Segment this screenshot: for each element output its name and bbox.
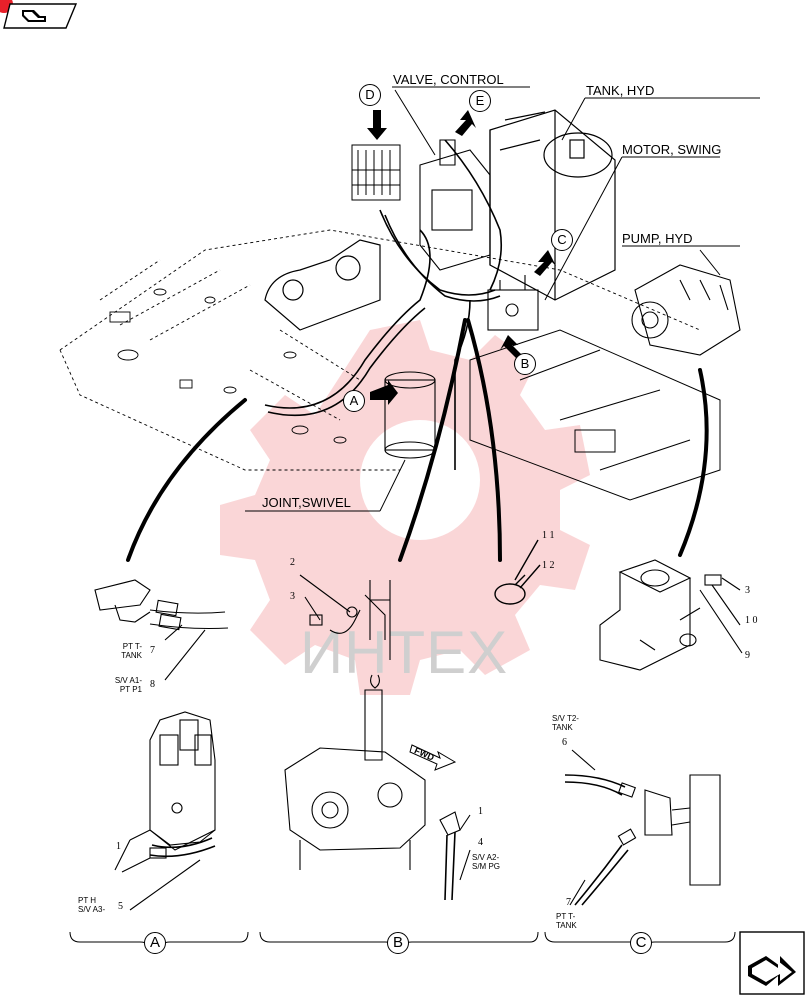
next-button[interactable] <box>738 930 806 996</box>
control-valve <box>419 139 491 271</box>
part-number-3: 3 <box>290 591 295 602</box>
detail-leaders <box>126 318 709 562</box>
part-number-2: 2 <box>290 557 295 568</box>
detail-a-drawing <box>114 711 216 911</box>
callout-b[interactable]: B <box>514 353 536 375</box>
hose-a2-label: S/V A2- S/M PG <box>472 853 501 871</box>
callout-e[interactable]: E <box>469 90 491 112</box>
detail-c-top-drawing <box>599 559 743 671</box>
pump-hyd-label: PUMP, HYD <box>622 231 693 246</box>
part-number-1-b: 1 <box>478 806 483 817</box>
hose-8-label: S/V A1- PT P1 <box>114 676 142 694</box>
callout-c[interactable]: C <box>551 229 573 251</box>
part-number-11: 1 1 <box>542 530 555 541</box>
joint-swivel-label: JOINT,SWIVEL <box>262 495 351 510</box>
hydraulic-pump <box>631 264 741 356</box>
part-number-3-c: 3 <box>745 585 750 596</box>
valve-control-label: VALVE, CONTROL <box>393 72 504 87</box>
callout-arrows <box>367 110 556 405</box>
swing-motor <box>487 275 539 331</box>
part-number-12: 1 2 <box>542 560 555 571</box>
motor-swing-label: MOTOR, SWING <box>622 142 722 157</box>
detail-b-drawing <box>284 674 471 901</box>
boom-foot <box>264 239 381 331</box>
callout-d[interactable]: D <box>359 84 381 106</box>
hose-t2-label: S/V T2- TANK <box>552 714 579 732</box>
swivel-joint <box>384 371 436 459</box>
watermark-text: ИНТЕХ <box>300 619 509 686</box>
part-number-4: 4 <box>478 837 483 848</box>
part-number-7-c: 7 <box>566 897 571 908</box>
detail-a-title: A <box>144 932 166 954</box>
hose-7-label: PT T- TANK <box>121 642 142 660</box>
part-number-8: 8 <box>150 679 155 690</box>
clamp-drawing <box>494 539 541 605</box>
part-number-9: 9 <box>745 650 750 661</box>
detail-b-top-drawing <box>299 574 391 660</box>
tank-hyd-label: TANK, HYD <box>586 83 655 98</box>
detail-a-top-drawing <box>94 579 229 681</box>
turntable-frame <box>469 329 721 501</box>
upper-frame-outline <box>59 229 701 471</box>
part-number-10: 1 0 <box>745 615 758 626</box>
part-number-6: 6 <box>562 737 567 748</box>
leader-lines <box>245 86 760 512</box>
hose-a3-label: PT H S/V A3- <box>78 896 106 914</box>
part-number-5: 5 <box>118 901 123 912</box>
hose-t-label: PT T- TANK <box>556 912 577 930</box>
fwd-arrow <box>409 744 457 771</box>
callout-a[interactable]: A <box>343 390 365 412</box>
detail-c-drawing <box>564 749 721 906</box>
arrow-back-icon <box>22 10 46 22</box>
back-button[interactable] <box>0 0 78 30</box>
deck-holes <box>109 288 347 444</box>
solenoid-valve-block <box>351 144 401 201</box>
part-number-7: 7 <box>150 645 155 656</box>
detail-b-title: B <box>387 932 409 954</box>
arrow-next-icon <box>748 956 796 986</box>
part-number-1-a: 1 <box>116 841 121 852</box>
detail-c-title: C <box>630 932 652 954</box>
